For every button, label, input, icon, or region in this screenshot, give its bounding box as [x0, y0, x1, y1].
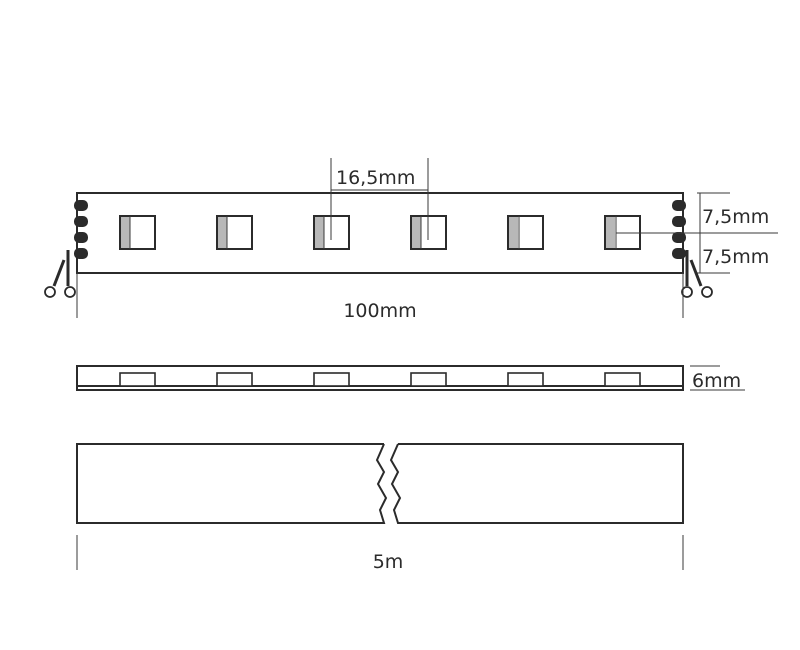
profile-led-1 [119, 372, 156, 387]
led-2 [216, 215, 253, 250]
strip-segment-left [76, 443, 388, 524]
profile-led-4 [410, 372, 447, 387]
strip-side-view: 6mm [76, 365, 745, 392]
strip-top-view: 16,5mm 7,5mm 7,5mm 100mm [44, 158, 778, 322]
height-label: 6mm [692, 370, 741, 392]
profile-led-3 [313, 372, 350, 387]
profile-led-6 [604, 372, 641, 387]
half-width-bottom-label: 7,5mm [702, 246, 769, 268]
profile-led-2 [216, 372, 253, 387]
scissors-icon [44, 250, 76, 298]
height-dimension: 6mm [690, 365, 745, 392]
profile-led-5 [507, 372, 544, 387]
scissors-icon [681, 250, 713, 298]
led-spacing-dimension: 16,5mm [330, 158, 429, 240]
cut-length-label: 100mm [343, 300, 416, 322]
solder-pads-right [672, 200, 686, 259]
width-dimension: 7,5mm 7,5mm [616, 192, 778, 274]
half-width-top-label: 7,5mm [702, 206, 769, 228]
profile-outline [76, 365, 684, 391]
strip-full-length-view: 5m [76, 443, 684, 573]
led-spacing-label: 16,5mm [336, 167, 415, 189]
strip-outline [76, 192, 684, 274]
total-length-label: 5m [373, 551, 404, 573]
strip-segment-right [389, 443, 684, 524]
led-5 [507, 215, 544, 250]
led-1 [119, 215, 156, 250]
solder-pads-left [74, 200, 88, 259]
